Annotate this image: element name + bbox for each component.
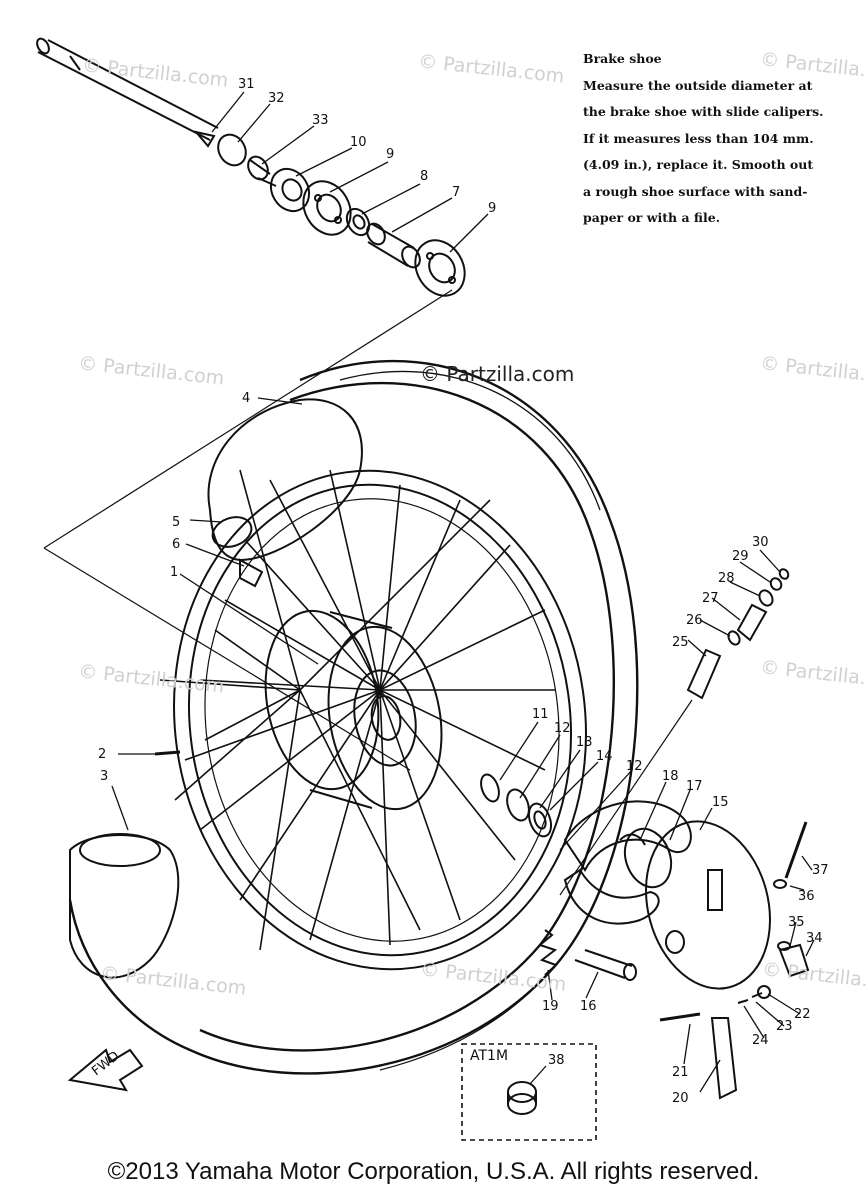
washer-32 — [217, 133, 247, 167]
callout-labels: 31 32 33 10 9 8 7 9 4 5 6 1 2 3 11 12 13… — [89, 77, 828, 1106]
collar-33 — [247, 155, 277, 187]
watermark-center: © Partzilla.com — [420, 362, 575, 386]
callout-26: 26 — [686, 613, 703, 628]
camshaft — [537, 929, 637, 981]
bearing-9-upper — [302, 180, 352, 236]
spokes — [159, 469, 555, 951]
bearing-9-lower — [414, 239, 466, 297]
brake-spring — [623, 827, 673, 889]
spacer-flange-8 — [345, 207, 371, 237]
callout-7: 7 — [452, 185, 460, 200]
rim-band — [69, 833, 180, 979]
callout-18: 18 — [662, 769, 679, 784]
note-line: the brake shoe with slide calipers. — [583, 104, 824, 119]
callout-35: 35 — [788, 915, 805, 930]
callout-15: 15 — [712, 795, 729, 810]
callout-11: 11 — [532, 707, 549, 722]
axle — [36, 37, 219, 148]
callout-16: 16 — [580, 999, 597, 1014]
tube — [207, 398, 363, 588]
callout-24: 24 — [752, 1033, 769, 1048]
callout-28: 28 — [718, 571, 735, 586]
note-title: Brake shoe — [583, 51, 662, 66]
note-line: paper or with a file. — [583, 210, 721, 225]
note-line: a rough shoe surface with sand- — [583, 183, 808, 199]
callout-10: 10 — [350, 135, 367, 150]
callout-6: 6 — [172, 537, 180, 552]
oil-seal-10 — [269, 167, 311, 213]
inset-box — [461, 1043, 597, 1141]
callout-5: 5 — [172, 515, 180, 530]
fwd-arrow — [67, 1048, 144, 1092]
callout-14: 14 — [596, 749, 613, 764]
callout-23: 23 — [776, 1019, 793, 1034]
callout-31: 31 — [238, 77, 255, 92]
brake-shoes — [563, 800, 692, 925]
inset-label: AT1M — [470, 1048, 508, 1064]
callout-27: 27 — [702, 591, 719, 606]
cam-lever — [659, 985, 771, 1100]
callout-9a: 9 — [386, 147, 394, 162]
note-line: (4.09 in.), replace it. Smooth out — [583, 157, 814, 172]
callout-36: 36 — [798, 889, 815, 904]
brake-plate — [645, 820, 771, 990]
callout-9b: 9 — [488, 201, 496, 216]
callout-4: 4 — [242, 391, 250, 406]
callout-30: 30 — [752, 535, 769, 550]
callout-25: 25 — [672, 635, 689, 650]
callout-20: 20 — [672, 1091, 689, 1106]
callout-17: 17 — [686, 779, 703, 794]
spoke-nipple — [154, 750, 181, 756]
hub — [264, 609, 443, 811]
callout-32: 32 — [268, 91, 285, 106]
leader-lines — [111, 91, 815, 1093]
note-line: Measure the outside diameter at — [583, 77, 813, 93]
note-line: If it measures less than 104 mm. — [583, 130, 814, 146]
callout-34: 34 — [806, 931, 823, 946]
callout-22: 22 — [794, 1007, 811, 1022]
callout-19: 19 — [542, 999, 559, 1014]
copyright-footer: ©2013 Yamaha Motor Corporation, U.S.A. A… — [107, 1158, 760, 1185]
callout-1: 1 — [170, 565, 178, 580]
speedo-drive — [686, 568, 790, 700]
rim — [173, 469, 587, 971]
callout-21: 21 — [672, 1065, 689, 1080]
callout-37: 37 — [812, 863, 829, 878]
callout-8: 8 — [420, 169, 428, 184]
callout-3: 3 — [100, 769, 108, 784]
tire — [68, 359, 639, 1075]
hub-right-parts — [480, 773, 553, 838]
callout-2: 2 — [98, 747, 106, 762]
callout-12b: 12 — [626, 759, 643, 774]
callout-13: 13 — [576, 735, 593, 750]
brake-shoe-note: Brake shoe Measure the outside diameter … — [583, 46, 853, 232]
callout-12a: 12 — [554, 721, 571, 736]
inset-part: 38 — [548, 1053, 565, 1068]
callout-29: 29 — [732, 549, 749, 564]
callout-33: 33 — [312, 113, 329, 128]
